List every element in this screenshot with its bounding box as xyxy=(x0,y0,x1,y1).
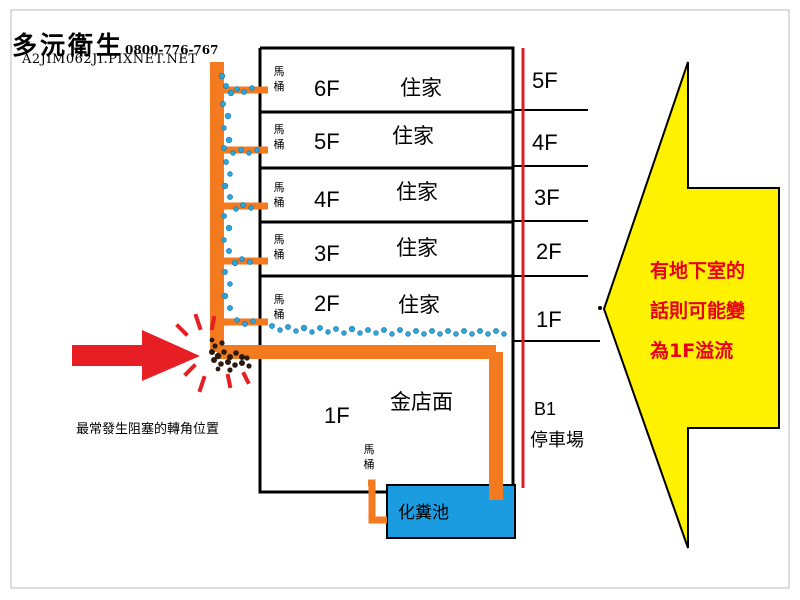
toilet-label-1f: 馬桶 xyxy=(363,443,375,471)
home-label-5f: 住家 xyxy=(392,124,434,148)
drain-pipes xyxy=(210,62,503,524)
callout-line-2: 話則可能變 xyxy=(650,300,746,322)
blockage-debris xyxy=(209,337,252,373)
basement-label: 停車場 xyxy=(530,430,584,451)
outside-label-2f: 2F xyxy=(536,239,562,264)
home-label-6f: 住家 xyxy=(400,76,442,100)
brand-phone: 0800-776-767 xyxy=(125,43,219,57)
toilet-label-3f: 馬桶 xyxy=(273,233,285,261)
outside-label-3f: 3F xyxy=(534,185,560,210)
outside-label-5f: 5F xyxy=(532,68,558,93)
yellow-arrow-icon xyxy=(602,61,780,549)
outside-level-lines xyxy=(513,109,600,342)
floor-label-4f: 4F xyxy=(314,187,340,212)
callout-line-1: 有地下室的 xyxy=(650,260,746,282)
building-outline xyxy=(258,46,515,494)
home-label-4f: 住家 xyxy=(396,180,438,204)
basement-level: B1 xyxy=(534,399,557,419)
home-label-2f: 住家 xyxy=(398,293,440,317)
impact-marks xyxy=(175,313,251,393)
outside-label-4f: 4F xyxy=(532,130,558,155)
septic-tank-label: 化糞池 xyxy=(398,503,449,523)
brand-header: 多沅衛生0800-776-767 xyxy=(12,26,218,62)
blockage-warning-text: 最常發生阻塞的轉角位置 xyxy=(76,422,220,437)
floor-label-1f: 1F xyxy=(324,403,350,428)
toilet-label-5f: 馬桶 xyxy=(273,123,285,151)
toilet-label-6f: 馬桶 xyxy=(273,65,285,93)
home-label-3f: 住家 xyxy=(396,236,438,260)
floor-label-3f: 3F xyxy=(314,241,340,266)
image-frame xyxy=(10,9,790,589)
storefront-label: 金店面 xyxy=(390,390,453,414)
arrow-tip-dot xyxy=(598,306,602,310)
outside-label-1f: 1F xyxy=(536,307,562,332)
floor-dividers xyxy=(260,110,513,278)
red-arrow-icon xyxy=(72,330,200,381)
water-bubbles xyxy=(218,72,507,337)
floor-label-2f: 2F xyxy=(314,291,340,316)
brand-name: 多沅衛生 xyxy=(12,31,125,60)
floor-label-6f: 6F xyxy=(314,76,340,101)
floor-label-5f: 5F xyxy=(314,129,340,154)
brand-url: A2JIM062JI.PIXNET.NET xyxy=(22,52,198,67)
toilet-label-4f: 馬桶 xyxy=(273,181,285,209)
callout-line-3: 為1F溢流 xyxy=(650,340,734,362)
toilet-label-2f: 馬桶 xyxy=(273,293,285,321)
